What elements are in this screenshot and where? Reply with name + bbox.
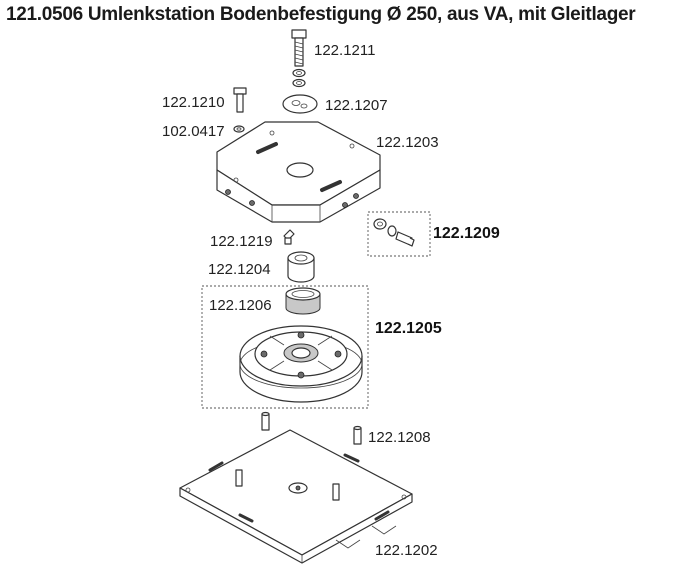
label-122-1204: 122.1204 — [208, 261, 271, 278]
label-122-1219: 122.1219 — [210, 233, 273, 250]
grease-nipple — [283, 229, 295, 245]
bolt-top — [291, 29, 307, 67]
pin-set — [261, 411, 362, 445]
screw-kit-parts — [373, 218, 415, 247]
label-122-1206: 122.1206 — [209, 297, 272, 314]
washers-top — [292, 68, 306, 88]
page-title: 121.0506 Umlenkstation Bodenbefestigung … — [6, 4, 636, 25]
housing-plate — [216, 121, 381, 223]
label-102-0417: 102.0417 — [162, 123, 225, 140]
label-122-1210: 122.1210 — [162, 94, 225, 111]
label-122-1205: 122.1205 — [375, 320, 442, 337]
eccentric-disc — [282, 94, 318, 114]
bolt-left — [233, 87, 247, 113]
screw-kit-frame — [367, 211, 431, 257]
label-122-1209: 122.1209 — [433, 225, 500, 242]
washer-left — [233, 125, 245, 133]
pulley-wheel — [239, 325, 363, 403]
label-122-1208: 122.1208 — [368, 429, 431, 446]
base-plate — [179, 429, 413, 564]
label-122-1211: 122.1211 — [314, 42, 375, 59]
bearing-bushing — [285, 287, 321, 315]
label-122-1207: 122.1207 — [325, 97, 388, 114]
label-122-1203: 122.1203 — [376, 134, 439, 151]
label-122-1202: 122.1202 — [375, 542, 438, 559]
sleeve — [287, 251, 315, 283]
